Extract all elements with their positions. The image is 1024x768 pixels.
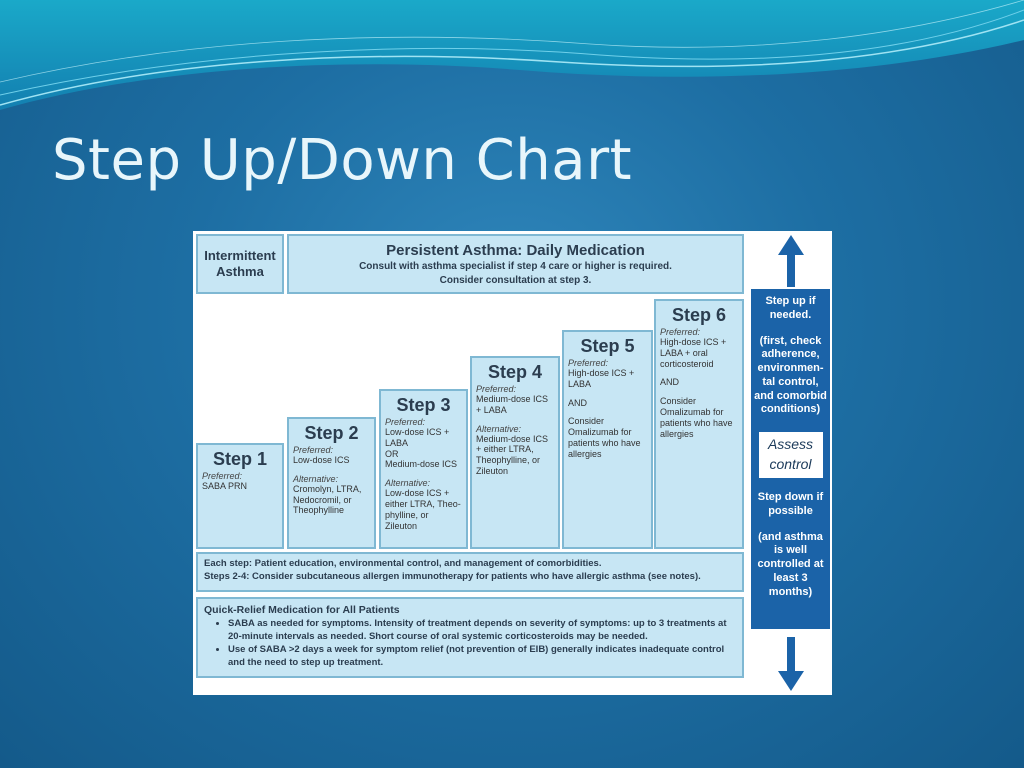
persistent-title: Persistent Asthma: Daily Medication xyxy=(386,242,645,259)
step-4: Step 4 Preferred: Medium-dose ICS + LABA… xyxy=(470,356,560,549)
step-6-consider: Consider Omalizumab for patients who hav… xyxy=(660,396,733,439)
step-5-and: AND xyxy=(568,397,588,408)
step-5-consider: Consider Omalizumab for patients who hav… xyxy=(568,416,641,459)
each-step-line-2: Steps 2-4: Consider subcutaneous allerge… xyxy=(204,570,701,582)
step-4-alternative: Medium-dose ICS + either LTRA, Theophyll… xyxy=(476,433,549,476)
step-5-preferred-label: Preferred: xyxy=(568,358,609,368)
quick-relief-bullet-1: SABA as needed for symptoms. Intensity o… xyxy=(228,618,736,644)
step-3-preferred-label: Preferred: xyxy=(385,417,426,427)
step-6-and: AND xyxy=(660,377,680,388)
header-waves xyxy=(0,0,1024,110)
step-up-arrow-icon xyxy=(778,235,804,287)
step-4-alternative-label: Alternative: xyxy=(476,423,522,434)
step-6-preferred-label: Preferred: xyxy=(660,327,701,337)
step-chart: Intermittent Asthma Persistent Asthma: D… xyxy=(193,231,832,695)
step-4-preferred-label: Preferred: xyxy=(476,384,517,394)
persistent-line2: Consider consultation at step 3. xyxy=(439,275,592,286)
step-5-preferred: High-dose ICS + LABA xyxy=(568,368,635,389)
side-column: Step up if needed. (first, check adheren… xyxy=(751,289,830,629)
step-2-alternative-label: Alternative: xyxy=(293,473,339,484)
step-3: Step 3 Preferred: Low-dose ICS + LABA OR… xyxy=(379,389,468,549)
persistent-header: Persistent Asthma: Daily Medication Cons… xyxy=(287,234,744,294)
step-3-alternative-label: Alternative: xyxy=(385,478,431,489)
step-up-note: (first, check adherence, environmen-tal … xyxy=(754,334,827,416)
quick-relief-title: Quick-Relief Medication for All Patients xyxy=(204,604,400,616)
step-6-preferred: High-dose ICS + LABA + oral corticostero… xyxy=(660,337,727,369)
step-3-preferred: Low-dose ICS + LABA xyxy=(385,427,450,448)
step-3-alternative: Low-dose ICS + either LTRA, Theo-phyllin… xyxy=(385,488,461,531)
step-down-note: (and asthma is well controlled at least … xyxy=(757,530,824,598)
intermittent-header: Intermittent Asthma xyxy=(196,234,284,294)
step-1-title: Step 1 xyxy=(212,449,268,469)
step-5-title: Step 5 xyxy=(580,336,635,356)
step-6-title: Step 6 xyxy=(671,305,727,325)
step-2-title: Step 2 xyxy=(304,423,359,443)
step-2-preferred: Low-dose ICS xyxy=(293,455,350,465)
step-4-title: Step 4 xyxy=(487,362,543,382)
step-3-or: OR xyxy=(385,448,399,459)
step-4-preferred: Medium-dose ICS + LABA xyxy=(476,394,549,415)
step-6: Step 6 Preferred: High-dose ICS + LABA +… xyxy=(654,299,744,549)
step-5: Step 5 Preferred: High-dose ICS + LABA A… xyxy=(562,330,653,549)
step-3-preferred-2: Medium-dose ICS xyxy=(385,459,458,470)
each-step-note: Each step: Patient education, environmen… xyxy=(196,552,744,592)
step-1-preferred-label: Preferred: xyxy=(202,471,243,481)
each-step-line-1: Each step: Patient education, environmen… xyxy=(204,558,602,569)
slide-title: Step Up/Down Chart xyxy=(52,128,633,193)
step-3-title: Step 3 xyxy=(396,395,451,415)
assess-control-box: Assess control xyxy=(757,431,824,479)
step-down-arrow-icon xyxy=(778,637,804,691)
quick-relief-bullet-2: Use of SABA >2 days a week for symptom r… xyxy=(228,644,736,670)
step-2: Step 2 Preferred: Low-dose ICS Alternati… xyxy=(287,417,376,549)
persistent-line1: Consult with asthma specialist if step 4… xyxy=(359,261,672,272)
step-1-preferred: SABA PRN xyxy=(202,481,248,491)
step-down-text: Step down if possible xyxy=(757,491,824,517)
step-2-preferred-label: Preferred: xyxy=(293,445,334,455)
quick-relief-box: Quick-Relief Medication for All Patients… xyxy=(196,597,744,678)
step-up-text: Step up if needed. xyxy=(765,295,816,321)
step-2-alternative: Cromolyn, LTRA, Nedocromil, or Theophyll… xyxy=(293,483,362,516)
step-1: Step 1 Preferred: SABA PRN xyxy=(196,443,284,549)
quick-relief-list: SABA as needed for symptoms. Intensity o… xyxy=(204,618,736,669)
